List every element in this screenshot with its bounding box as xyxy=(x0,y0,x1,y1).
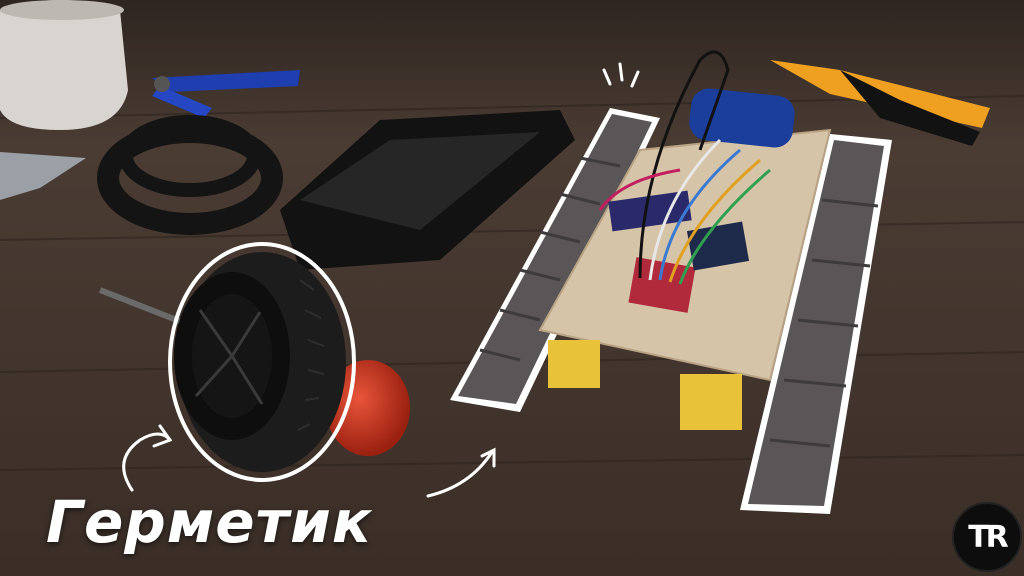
tank-robot xyxy=(450,50,892,514)
yellow-motor-right xyxy=(680,374,742,430)
bluetooth-module xyxy=(686,221,750,271)
driver-board xyxy=(628,257,696,313)
knife-blade xyxy=(0,152,86,200)
arduino-nano xyxy=(608,190,692,232)
jumper-wires xyxy=(598,50,771,285)
yellow-motor-left xyxy=(548,340,600,388)
caption-text: Герметик xyxy=(46,488,373,556)
logo-text: TR xyxy=(968,519,1009,555)
tr-logo-icon: TR xyxy=(952,502,1022,572)
white-pot xyxy=(0,0,128,130)
sparkle-lines-icon xyxy=(602,62,640,88)
printed-wheel xyxy=(168,242,356,482)
hand-drawn-arrow-icon xyxy=(122,424,496,498)
loose-track-chain xyxy=(280,110,575,270)
black-hub-rings xyxy=(97,115,283,235)
orange-pliers xyxy=(770,60,990,146)
blue-pliers xyxy=(152,70,300,118)
